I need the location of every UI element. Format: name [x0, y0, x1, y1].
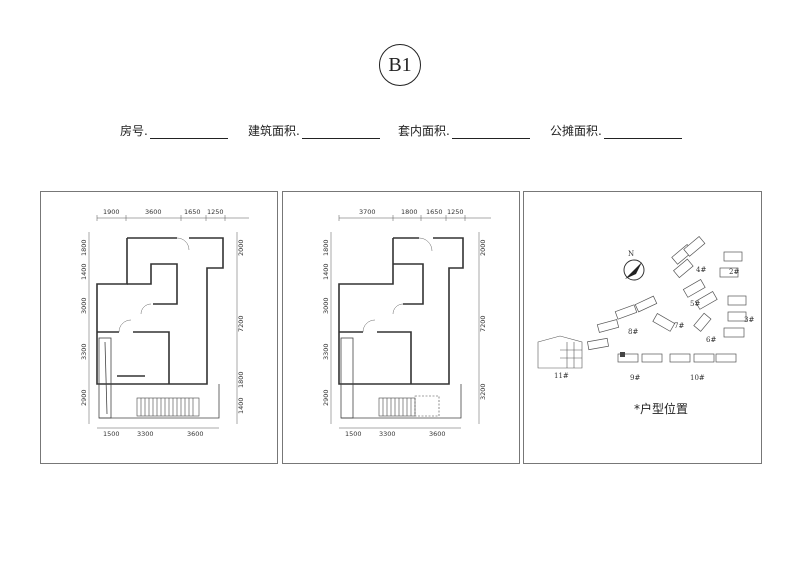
dim-top-1: 1900 — [103, 208, 120, 216]
dim-bottom-2: 3300 — [137, 430, 154, 438]
dim-left-3: 3000 — [322, 297, 330, 314]
field-room-number-label: 房号. — [120, 124, 148, 138]
building-8-label: 8# — [628, 328, 638, 336]
building-4-label: 4# — [696, 266, 706, 274]
floor-plan-1: 1900 3600 1650 1250 1800 1400 3000 3300 … — [80, 208, 249, 438]
dim-right-2: 7200 — [479, 315, 487, 332]
site-map-panel: N 1 — [523, 191, 762, 464]
balcony-plan-2 — [340, 337, 462, 419]
dim-top-2: 3600 — [145, 208, 162, 216]
dim-left-2: 1400 — [80, 263, 88, 280]
building-3-label: 3# — [744, 316, 754, 324]
dim-top-4: 1250 — [207, 208, 224, 216]
door-swings-plan-2 — [362, 237, 433, 333]
stairs-plan-1 — [136, 397, 200, 417]
dim-bottom-1: 1500 — [103, 430, 120, 438]
dim-left-4: 3300 — [80, 343, 88, 360]
dim-left-3: 3000 — [80, 297, 88, 314]
building-5-label: 5# — [690, 300, 700, 308]
north-label: N — [628, 250, 634, 258]
balcony-plan-1 — [98, 337, 220, 419]
dim-top-1: 3700 — [359, 208, 376, 216]
building-10-label: 10# — [690, 374, 705, 382]
field-room-number: 房号. — [120, 122, 228, 139]
floor-plan-2: 3700 1800 1650 1250 1800 1400 3000 3300 … — [322, 208, 491, 438]
field-shared-area-label: 公摊面积. — [550, 124, 602, 138]
dim-right-2: 7200 — [237, 315, 245, 332]
dim-top-3: 1650 — [426, 208, 443, 216]
door-swings-plan-1 — [118, 237, 190, 333]
site-map: N 1 — [537, 236, 754, 382]
dim-top-4: 1250 — [447, 208, 464, 216]
walls-plan-1 — [96, 237, 224, 385]
dim-top-2: 1800 — [401, 208, 418, 216]
dim-right-1: 2000 — [479, 239, 487, 256]
dim-bottom-2: 3300 — [379, 430, 396, 438]
building-11-label: 11# — [554, 372, 569, 380]
field-interior-area-label: 套内面积. — [398, 124, 450, 138]
unit-badge: B1 — [379, 44, 421, 86]
walls-plan-2 — [338, 237, 464, 385]
dim-bottom-3: 3600 — [187, 430, 204, 438]
field-building-area: 建筑面积. — [248, 122, 380, 139]
building-blocks — [587, 236, 747, 363]
field-building-area-line — [301, 126, 380, 139]
dim-right-1: 2000 — [237, 239, 245, 256]
dim-left-5: 2900 — [322, 389, 330, 406]
field-shared-area-line — [603, 126, 682, 139]
floor-plan-panel-1: 1900 3600 1650 1250 1800 1400 3000 3300 … — [40, 191, 278, 464]
building-6-label: 6# — [706, 336, 716, 344]
dim-left-1: 1800 — [80, 239, 88, 256]
north-arrow: N — [623, 250, 645, 281]
dim-bottom-3: 3600 — [429, 430, 446, 438]
field-interior-area-line — [451, 126, 530, 139]
stairs-plan-2 — [378, 395, 440, 417]
dim-right-3: 3200 — [479, 383, 487, 400]
dim-right-3: 1800 — [237, 371, 245, 388]
field-interior-area: 套内面积. — [398, 122, 530, 139]
dim-left-5: 2900 — [80, 389, 88, 406]
field-building-area-label: 建筑面积. — [248, 124, 300, 138]
dim-top-3: 1650 — [184, 208, 201, 216]
field-shared-area: 公摊面积. — [550, 122, 682, 139]
building-11-block — [537, 335, 583, 369]
unit-location-marker — [620, 352, 625, 357]
building-2-label: 2# — [729, 268, 739, 276]
site-map-caption: *户型位置 — [634, 402, 689, 416]
building-9-label: 9# — [630, 374, 640, 382]
dim-left-1: 1800 — [322, 239, 330, 256]
field-room-number-line — [149, 126, 228, 139]
dim-left-4: 3300 — [322, 343, 330, 360]
dim-bottom-1: 1500 — [345, 430, 362, 438]
floor-plan-panel-2: 3700 1800 1650 1250 1800 1400 3000 3300 … — [282, 191, 520, 464]
building-7-label: 7# — [674, 322, 684, 330]
dim-left-2: 1400 — [322, 263, 330, 280]
unit-badge-text: B1 — [388, 53, 412, 76]
dim-right-4: 1400 — [237, 397, 245, 414]
